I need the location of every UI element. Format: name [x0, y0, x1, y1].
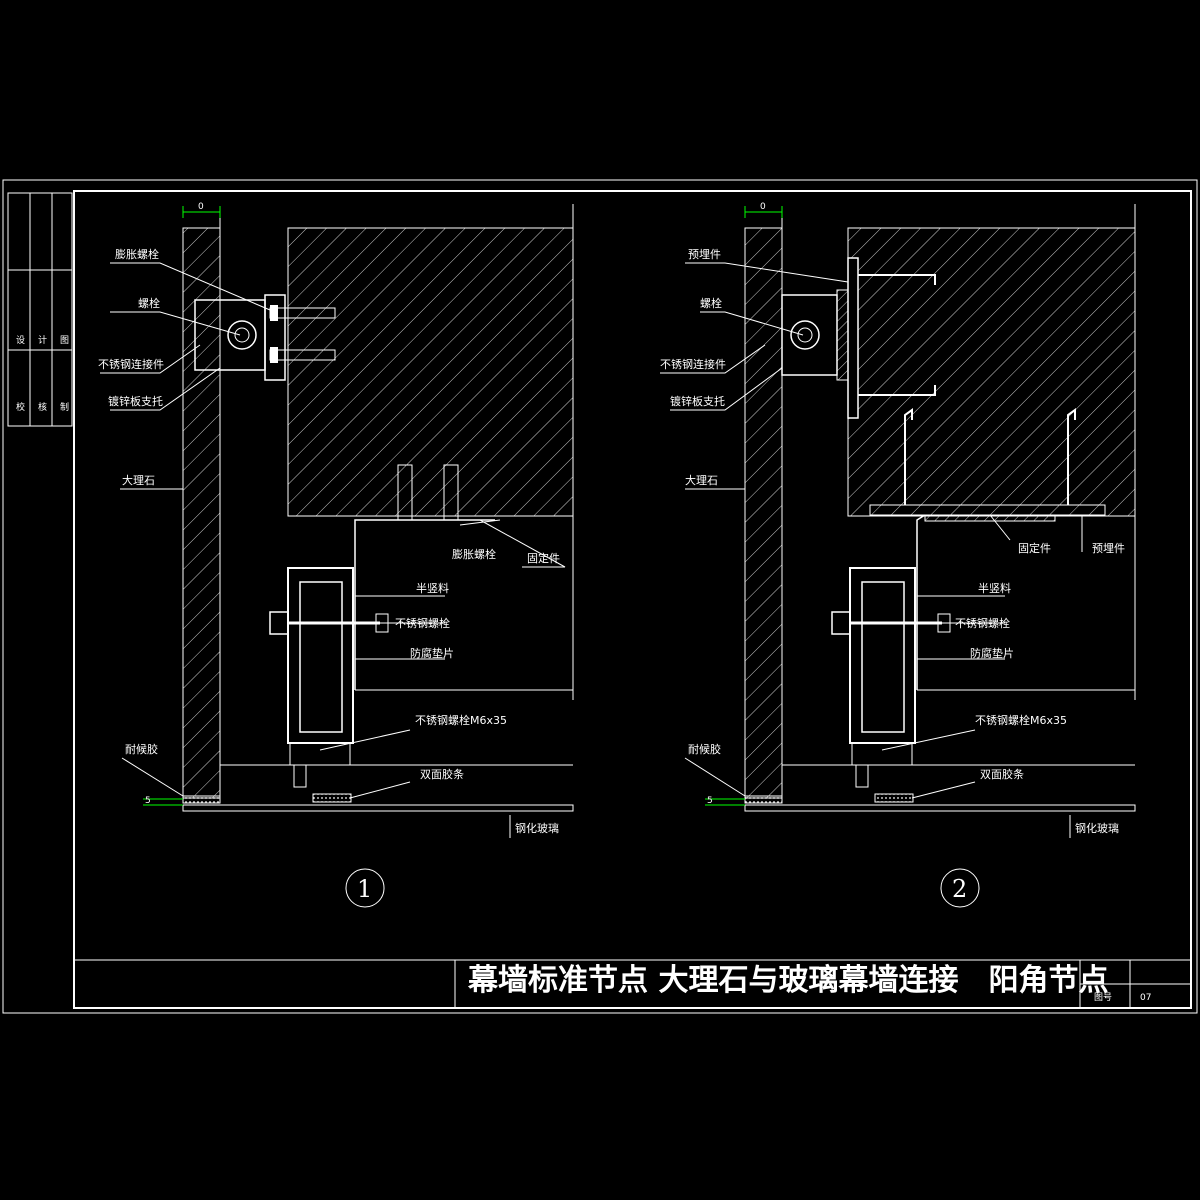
- label-marble: 大理石: [122, 473, 155, 487]
- galv-bracket: [264, 294, 286, 381]
- label-expansion-bolt-2: 膨胀螺栓: [452, 547, 496, 561]
- label-anti-corrosion-pad: 防腐垫片: [970, 646, 1014, 660]
- label-ss-connector: 不锈钢连接件: [98, 358, 164, 371]
- tempered-glass: [182, 804, 574, 812]
- half-mullion: [287, 567, 354, 744]
- label-bolt: 螺栓: [700, 296, 722, 310]
- side-strip: 设 计 图 校 核 制: [7, 192, 73, 427]
- tape: [874, 793, 914, 803]
- label-ss-screw: 不锈钢螺栓M6x35: [415, 713, 507, 727]
- drawing-no: 07: [1140, 993, 1151, 1003]
- label-tempered-glass: 钢化玻璃: [515, 821, 559, 835]
- concrete-wall: [847, 227, 1136, 517]
- marble-slab: [182, 227, 221, 799]
- side-label-3: 图: [60, 335, 69, 346]
- label-expansion-bolt: 膨胀螺栓: [115, 247, 159, 261]
- label-fixing: 固定件: [527, 551, 560, 565]
- tape: [312, 793, 352, 803]
- label-fixing: 固定件: [1018, 541, 1051, 555]
- title-block: 幕墙标准节点 大理石与玻璃幕墙连接 阳角节点 图号 07: [74, 959, 1191, 1008]
- ss-bolt: [269, 611, 289, 635]
- outer-frame: [2, 179, 1198, 1014]
- label-anti-corrosion-pad: 防腐垫片: [410, 646, 454, 660]
- tempered-glass: [744, 804, 1136, 812]
- label-weather-sealant: 耐候胶: [688, 742, 721, 756]
- detail-number-circle: [345, 868, 385, 908]
- label-galv-bracket: 镀锌板支托: [108, 394, 163, 408]
- label-marble: 大理石: [685, 473, 718, 487]
- label-weather-sealant: 耐候胶: [125, 742, 158, 756]
- sealant: [182, 795, 221, 804]
- detail-number: 1: [357, 875, 372, 903]
- sealant: [744, 795, 783, 804]
- embedded-plate: [847, 257, 859, 419]
- label-ss-screw: 不锈钢螺栓M6x35: [975, 713, 1067, 727]
- fixing-angle: [354, 519, 495, 690]
- label-tempered-glass: 钢化玻璃: [1075, 821, 1119, 835]
- bolt-head: [227, 320, 257, 350]
- side-label-6: 制: [60, 401, 69, 413]
- drawing-title: 幕墙标准节点 大理石与玻璃幕墙连接 阳角节点: [467, 963, 1108, 998]
- side-label-5: 核: [38, 401, 47, 413]
- half-mullion: [849, 567, 916, 744]
- side-label-2: 计: [38, 334, 47, 346]
- label-galv-bracket: 镀锌板支托: [670, 394, 725, 408]
- label-bolt: 螺栓: [138, 296, 160, 310]
- label-tape: 双面胶条: [420, 767, 464, 781]
- side-label-1: 设: [16, 335, 25, 346]
- dim-top-1: 0: [198, 202, 204, 212]
- label-ss-bolt: 不锈钢螺栓: [955, 616, 1010, 630]
- side-label-4: 校: [16, 401, 25, 413]
- label-ss-connector: 不锈钢连接件: [660, 358, 726, 371]
- detail-2: 0 5 2: [660, 202, 1136, 908]
- label-embedded-part: 预埋件: [688, 248, 721, 261]
- label-tape: 双面胶条: [980, 767, 1024, 781]
- label-embedded-part-2: 预埋件: [1092, 542, 1125, 555]
- detail-1: 0 5 1: [98, 202, 574, 908]
- marble-slab: [744, 227, 783, 799]
- label-half-mullion: 半竖料: [978, 581, 1011, 595]
- dim-top-2: 0: [760, 202, 766, 212]
- drawing-no-label: 图号: [1094, 992, 1112, 1003]
- detail-number-circle: [940, 868, 980, 908]
- detail-number: 2: [952, 875, 967, 903]
- label-half-mullion: 半竖料: [416, 581, 449, 595]
- dim-bottom-1: 5: [145, 796, 151, 806]
- dim-bottom-2: 5: [707, 796, 713, 806]
- concrete-wall: [287, 227, 574, 517]
- inner-frame: [73, 190, 1192, 1009]
- label-ss-bolt: 不锈钢螺栓: [395, 616, 450, 630]
